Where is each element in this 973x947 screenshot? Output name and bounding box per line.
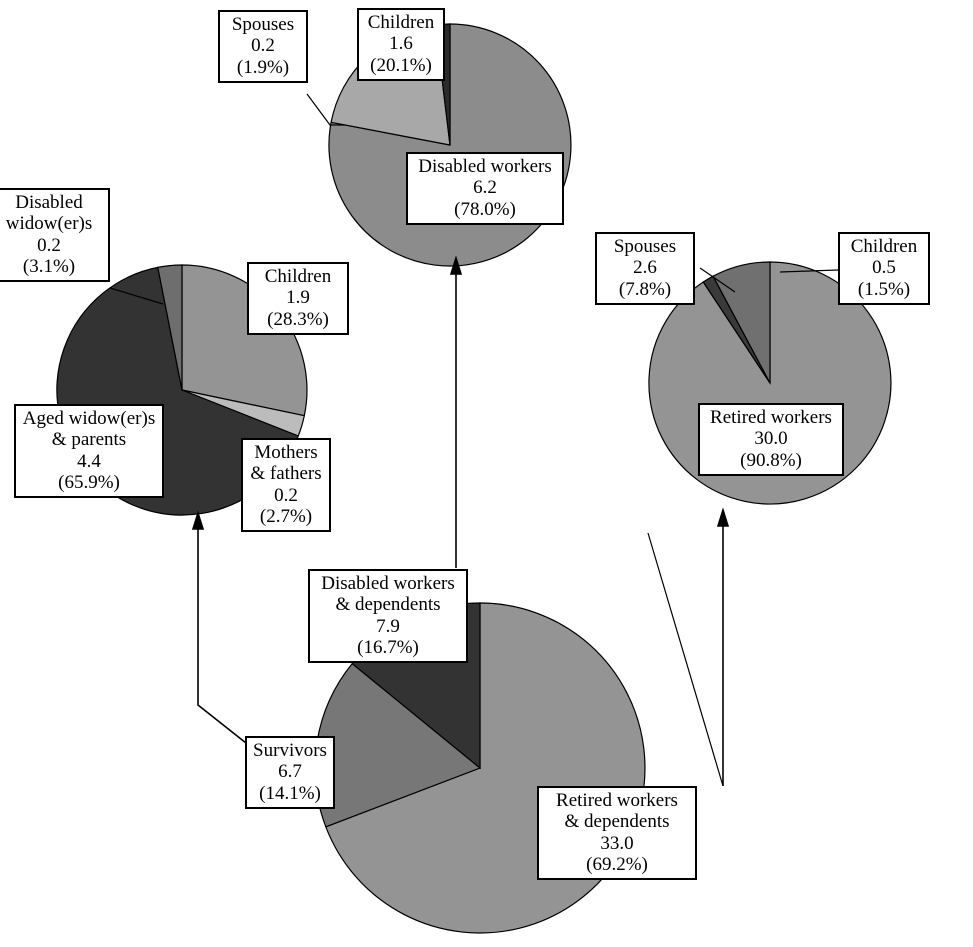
leader-ret-spouses: [699, 267, 736, 293]
callout-value: 4.4: [77, 450, 101, 472]
slice-ret-spouses: [712, 261, 771, 384]
callout-tot-survivors[interactable]: Survivors 6.7 (14.1%): [245, 736, 335, 809]
callout-percent: (1.9%): [236, 56, 290, 78]
callout-surv-disabled-widowers[interactable]: Disabled widow(er)s 0.2 (3.1%): [0, 188, 110, 283]
callout-tot-disabled-workers-dependents[interactable]: Disabled workers & dependents 7.9 (16.7%…: [308, 569, 468, 664]
callout-value: 2.6: [633, 257, 657, 279]
callout-top-spouses[interactable]: Spouses 0.2 (1.9%): [218, 10, 308, 83]
callout-surv-mothers-fathers[interactable]: Mothers & fathers 0.2 (2.7%): [241, 438, 331, 533]
callout-tot-retired-workers-dependents[interactable]: Retired workers & dependents 33.0 (69.2%…: [537, 786, 697, 881]
callout-value: 0.2: [274, 484, 298, 506]
callout-label-line2: widow(er)s: [5, 213, 93, 235]
callout-value: 7.9: [376, 615, 400, 637]
callout-label-line2: & parents: [51, 429, 127, 451]
callout-label-line1: Children: [850, 236, 918, 257]
callout-label-line1: Aged widow(er)s: [22, 408, 156, 429]
callout-percent: (7.8%): [618, 278, 672, 300]
callout-value: 6.2: [473, 177, 497, 199]
callout-percent: (78.0%): [454, 198, 516, 220]
callout-percent: (65.9%): [58, 471, 120, 493]
callout-label-line1: Disabled: [15, 192, 83, 213]
callout-label-line1: Survivors: [253, 740, 327, 761]
callout-label-line2: & dependents: [564, 811, 670, 833]
callout-label-line1: Retired workers: [556, 790, 678, 811]
callout-label-line2: & fathers: [250, 463, 322, 485]
callout-label-line1: Children: [264, 266, 332, 287]
callout-percent: (1.5%): [857, 278, 911, 300]
callout-percent: (2.7%): [259, 505, 313, 527]
callout-ret-spouses[interactable]: Spouses 2.6 (7.8%): [595, 232, 695, 305]
callout-label-line1: Mothers: [254, 442, 318, 463]
slice-surv-disabled-widowers: [157, 264, 183, 391]
callout-value: 6.7: [278, 761, 302, 783]
leader-tot-retired: [647, 532, 724, 787]
leader-ret-children: [779, 269, 839, 273]
callout-label-line1: Disabled workers: [321, 573, 455, 594]
callout-percent: (3.1%): [22, 255, 76, 277]
callout-value: 0.2: [251, 35, 275, 57]
callout-percent: (28.3%): [267, 308, 329, 330]
callout-label-line1: Retired workers: [710, 407, 832, 428]
callout-top-disabled-workers[interactable]: Disabled workers 6.2 (78.0%): [406, 152, 564, 225]
callout-label-line1: Disabled workers: [418, 156, 552, 177]
arrow-to-retired-pie: [716, 507, 730, 786]
callout-label-line1: Children: [367, 12, 435, 33]
callout-value: 0.2: [37, 234, 61, 256]
callout-label-line2: & dependents: [335, 594, 441, 616]
callout-percent: (69.2%): [586, 853, 648, 875]
callout-percent: (20.1%): [370, 54, 432, 76]
arrow-to-survivors-pie: [191, 510, 247, 744]
callout-ret-children[interactable]: Children 0.5 (1.5%): [838, 232, 930, 305]
callout-top-children[interactable]: Children 1.6 (20.1%): [357, 8, 445, 81]
arrow-to-disabled-pie: [449, 255, 463, 568]
callout-surv-children[interactable]: Children 1.9 (28.3%): [247, 262, 349, 335]
callout-percent: (90.8%): [740, 449, 802, 471]
callout-percent: (14.1%): [259, 782, 321, 804]
callout-value: 1.9: [286, 287, 310, 309]
callout-label-line1: Spouses: [231, 14, 295, 35]
callout-label-line1: Spouses: [613, 236, 677, 257]
callout-surv-aged-widowers-parents[interactable]: Aged widow(er)s & parents 4.4 (65.9%): [14, 404, 164, 499]
connector-arrows: [191, 255, 730, 786]
callout-value: 1.6: [389, 33, 413, 55]
callout-value: 30.0: [754, 428, 788, 450]
callout-ret-retired-workers[interactable]: Retired workers 30.0 (90.8%): [698, 403, 844, 476]
leader-surv-dwidow: [109, 287, 164, 305]
leader-top-spouses: [306, 93, 345, 126]
callout-value: 0.5: [872, 257, 896, 279]
callout-value: 33.0: [600, 832, 634, 854]
callout-percent: (16.7%): [357, 636, 419, 658]
